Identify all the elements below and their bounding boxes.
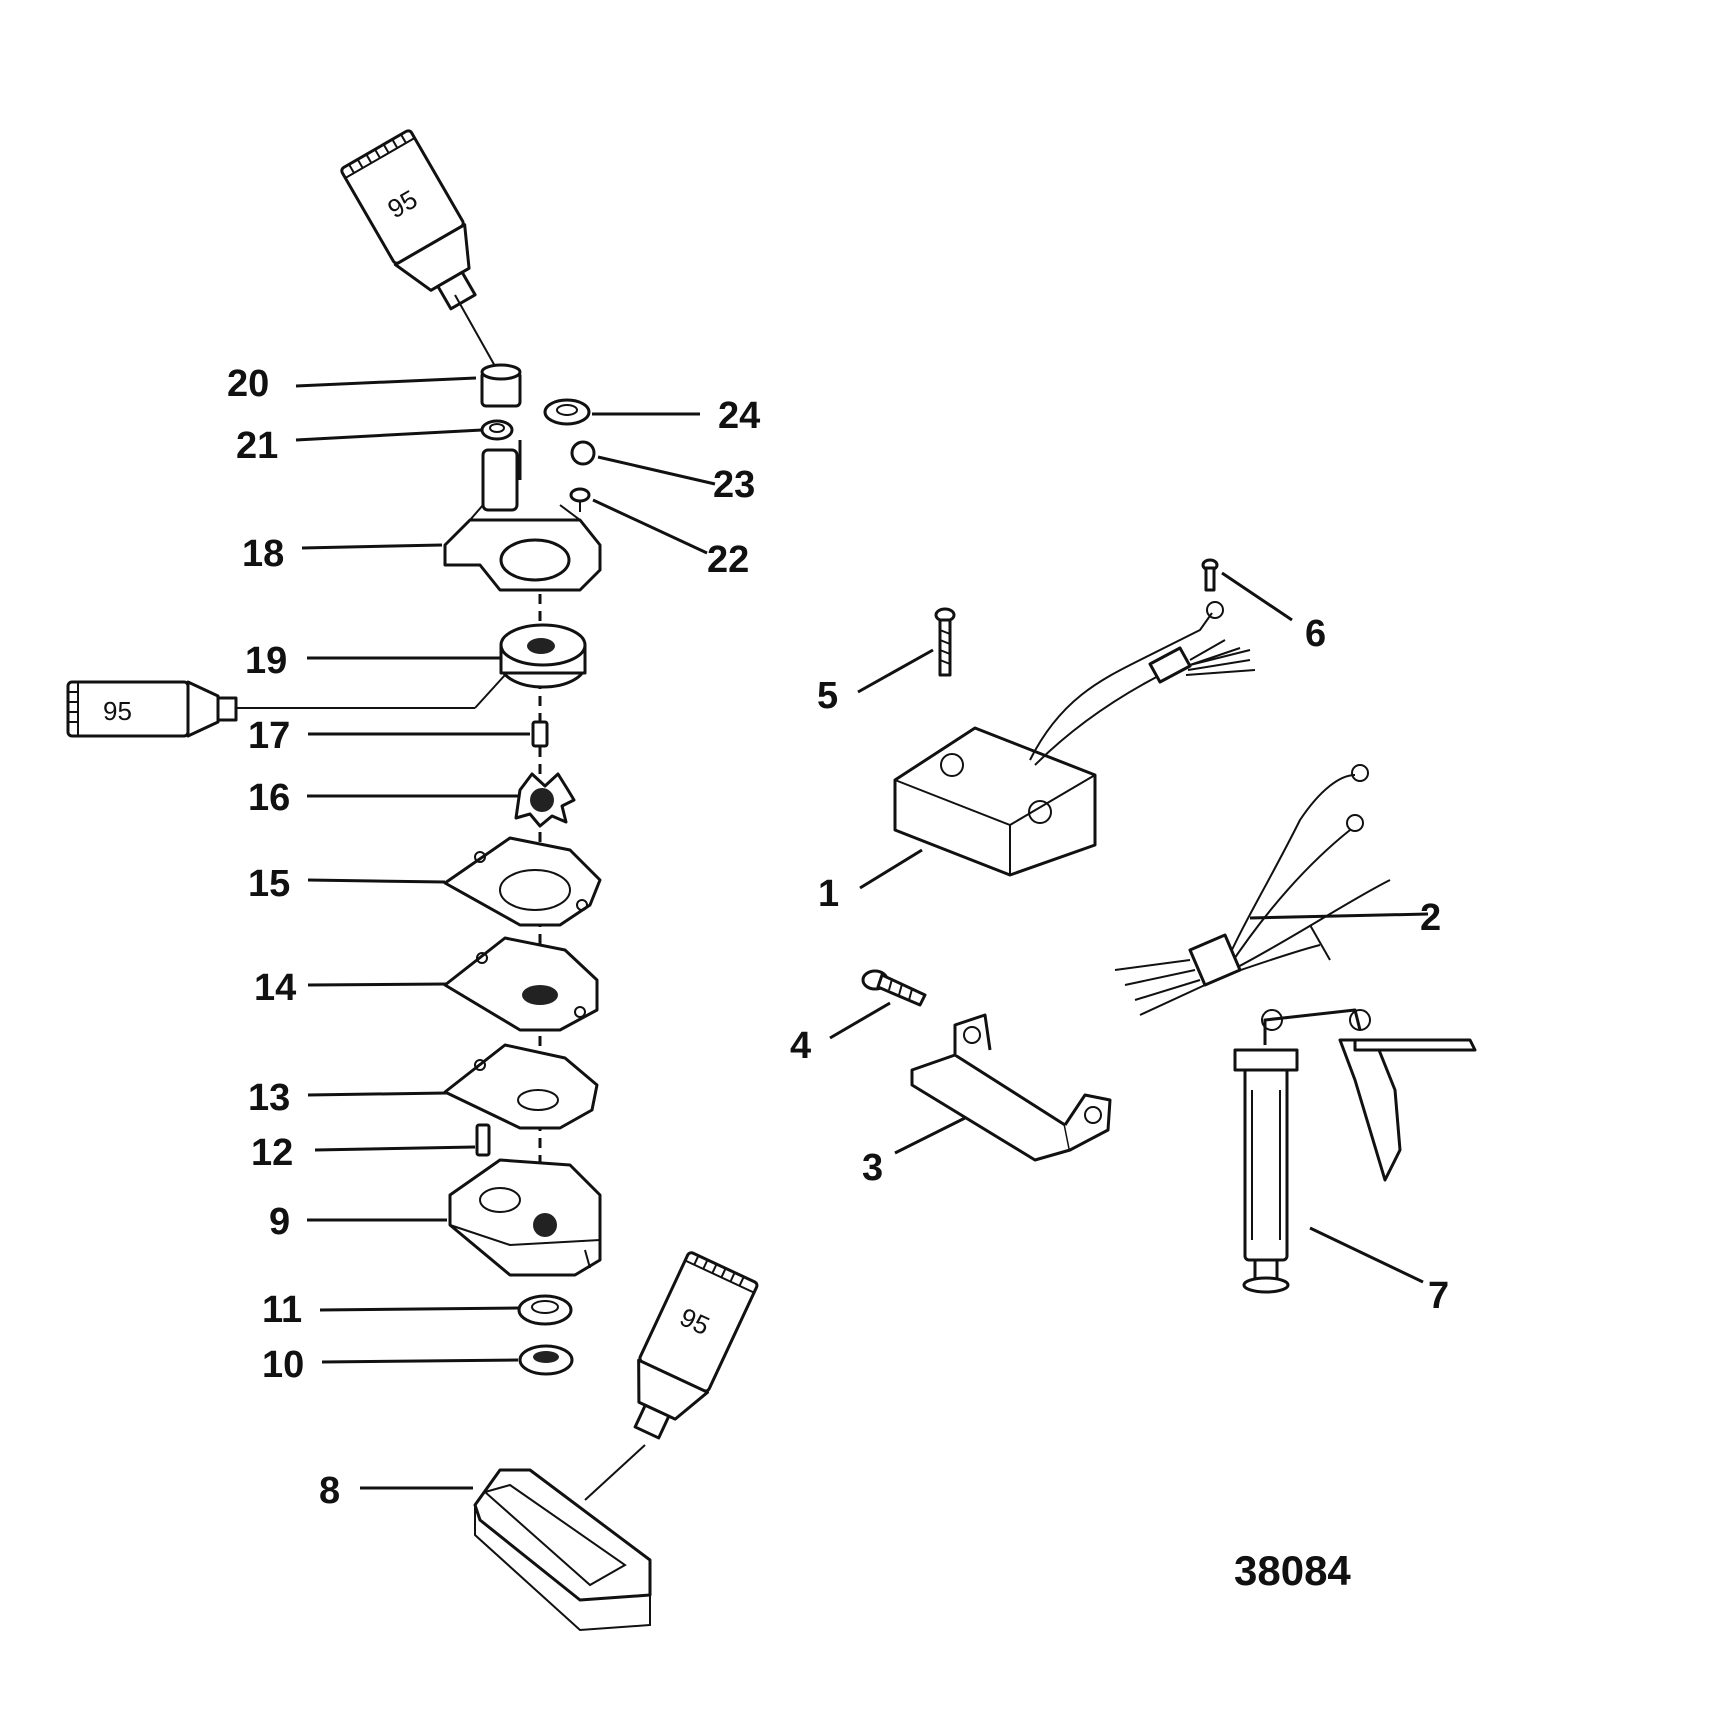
part-21-grommet xyxy=(480,419,514,441)
part-7-grease-gun xyxy=(1233,1008,1477,1294)
part-6-screw xyxy=(1201,558,1219,592)
part-23-nut xyxy=(570,440,596,466)
callout-8: 8 xyxy=(319,1470,340,1512)
part-14-plate xyxy=(443,936,599,1032)
callout-4: 4 xyxy=(790,1025,811,1067)
part-20-sleeve xyxy=(480,363,522,408)
part-3-bracket xyxy=(910,1013,1112,1162)
callout-5: 5 xyxy=(817,675,838,717)
callout-24: 24 xyxy=(718,395,760,437)
callout-16: 16 xyxy=(248,777,290,819)
callout-20: 20 xyxy=(227,363,269,405)
part-18-pump-housing xyxy=(443,448,602,592)
reference-number: 38084 xyxy=(1234,1547,1351,1594)
part-19-ring xyxy=(499,623,587,689)
part-4-bolt xyxy=(861,969,927,1007)
callout-6: 6 xyxy=(1305,613,1326,655)
callout-14: 14 xyxy=(254,967,296,1009)
leader-lines xyxy=(295,376,1429,1490)
lubricant-tube-bottom: 95 xyxy=(584,1251,759,1501)
tube-side-label: 95 xyxy=(103,696,132,726)
callout-10: 10 xyxy=(262,1344,304,1386)
callout-22: 22 xyxy=(707,539,749,581)
callout-18: 18 xyxy=(242,533,284,575)
callout-12: 12 xyxy=(251,1132,293,1174)
part-12-pin xyxy=(475,1123,491,1157)
part-13-gasket xyxy=(443,1043,599,1130)
callout-3: 3 xyxy=(862,1147,883,1189)
lubricant-tube-top: 95 xyxy=(340,129,501,376)
callout-labels: 20 21 24 23 22 18 19 17 16 15 14 13 12 9… xyxy=(227,363,1449,1512)
part-15-gasket xyxy=(443,836,602,927)
part-8-base-pad xyxy=(473,1468,652,1632)
part-10-seal xyxy=(518,1344,574,1376)
part-22-washer xyxy=(569,487,591,512)
callout-15: 15 xyxy=(248,863,290,905)
part-9-pump-base xyxy=(448,1158,602,1277)
callout-9: 9 xyxy=(269,1201,290,1243)
callout-23: 23 xyxy=(713,464,755,506)
part-2-wiring-harness xyxy=(1114,764,1391,1016)
callout-17: 17 xyxy=(248,715,290,757)
callout-19: 19 xyxy=(245,640,287,682)
callout-11: 11 xyxy=(262,1289,302,1331)
part-24-washer xyxy=(543,398,591,426)
part-16-impeller xyxy=(514,772,576,828)
part-11-seal xyxy=(517,1294,573,1326)
lubricant-tube-side: 95 xyxy=(66,674,506,738)
callout-13: 13 xyxy=(248,1077,290,1119)
part-17-key xyxy=(531,720,549,748)
callout-21: 21 xyxy=(236,425,278,467)
callout-2: 2 xyxy=(1420,897,1441,939)
callout-7: 7 xyxy=(1428,1275,1449,1317)
callout-1: 1 xyxy=(818,873,839,915)
part-5-screw xyxy=(934,607,956,677)
part-1-rectifier xyxy=(893,601,1256,877)
